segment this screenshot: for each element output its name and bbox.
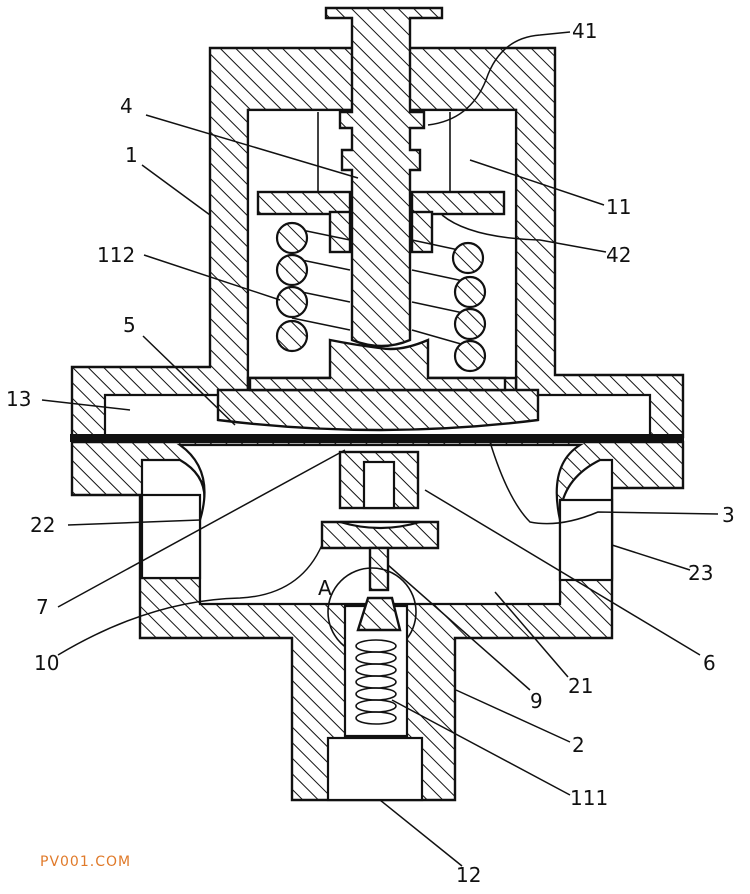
leader-22 [67, 519, 201, 526]
label-42: 42 [606, 243, 631, 267]
label-9: 9 [530, 689, 543, 713]
coil-spring-left [275, 221, 351, 353]
spring-guide-right [410, 210, 434, 254]
outlet-port-12 [326, 736, 424, 802]
leader-42 [441, 214, 607, 253]
diaphragm-3 [70, 434, 684, 442]
leader-9 [387, 564, 531, 691]
leader-10 [57, 544, 323, 656]
label-112: 112 [97, 243, 135, 267]
leader-111 [391, 699, 571, 796]
adjust-stem-4 [324, 6, 444, 348]
watermark: PV001.COM [40, 854, 131, 870]
label-23: 23 [688, 561, 713, 585]
leader-2 [455, 689, 571, 743]
label-13: 13 [6, 387, 31, 411]
label-10: 10 [34, 651, 59, 675]
label-6: 6 [703, 651, 716, 675]
piston-5 [248, 338, 507, 392]
leader-4 [145, 114, 359, 179]
leader-5 [142, 335, 236, 426]
label-21: 21 [568, 674, 593, 698]
label-a: A [318, 576, 332, 600]
side-passage-22 [140, 493, 202, 580]
leader-1 [141, 164, 211, 216]
piston-block [216, 388, 540, 432]
side-passage-23 [558, 498, 614, 582]
leader-3 [489, 441, 719, 525]
spring-seat-left [256, 190, 352, 216]
label-41: 41 [572, 19, 597, 43]
leader-6 [424, 489, 701, 656]
leader-23 [611, 544, 691, 571]
leader-12 [379, 799, 463, 867]
leader-7 [57, 449, 346, 608]
label-111: 111 [570, 786, 608, 810]
leader-41 [427, 31, 571, 126]
leader-13 [41, 399, 131, 411]
label-3: 3 [722, 503, 735, 527]
push-sleeve-bore [362, 460, 396, 510]
label-22: 22 [30, 513, 55, 537]
valve-disc-recess [339, 520, 421, 530]
label-7: 7 [36, 595, 49, 619]
coil-spring-right [411, 239, 487, 373]
label-2: 2 [572, 733, 585, 757]
small-spring-111 [355, 639, 397, 725]
label-4: 4 [120, 94, 133, 118]
label-5: 5 [123, 313, 136, 337]
spring-guide-left [328, 210, 352, 254]
label-1: 1 [125, 143, 138, 167]
valve-poppet [356, 596, 402, 632]
leader-112 [143, 254, 281, 301]
leader-11 [469, 159, 605, 206]
label-12: 12 [456, 863, 481, 887]
spring-seat-right [410, 190, 506, 216]
leader-21 [494, 591, 569, 678]
label-11: 11 [606, 195, 631, 219]
